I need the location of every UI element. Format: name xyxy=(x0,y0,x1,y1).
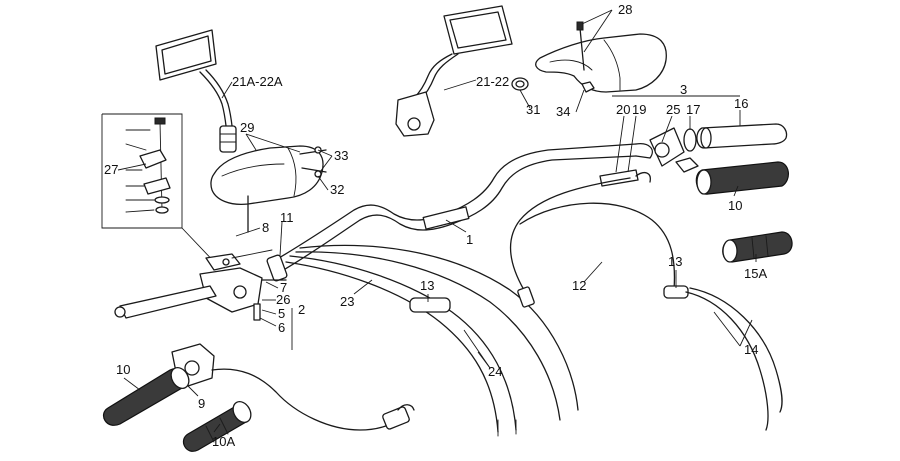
label-9: 9 xyxy=(198,396,205,411)
label-5: 5 xyxy=(278,306,285,321)
leader-lines xyxy=(117,9,757,433)
label-11: 11 xyxy=(280,210,294,225)
label-27: 27 xyxy=(104,162,118,177)
label-6: 6 xyxy=(278,320,285,335)
label-3: 3 xyxy=(680,82,687,97)
label-21a-22a: 21A-22A xyxy=(232,74,283,89)
label-12: 12 xyxy=(572,278,586,293)
label-8: 8 xyxy=(262,220,269,235)
grip-right xyxy=(695,161,789,195)
label-25: 25 xyxy=(666,102,680,117)
left-switch xyxy=(171,343,415,431)
label-34: 34 xyxy=(556,104,570,119)
label-19: 19 xyxy=(632,102,646,117)
label-17: 17 xyxy=(686,102,700,117)
grip-left xyxy=(103,367,190,426)
label-26: 26 xyxy=(276,292,290,307)
grip-15a xyxy=(722,231,793,263)
hand-guard-right xyxy=(511,21,667,93)
mirror-left xyxy=(155,29,237,153)
label-15a: 15A xyxy=(744,266,767,281)
label-20: 20 xyxy=(616,102,630,117)
cables xyxy=(285,177,783,437)
throttle-assembly xyxy=(599,123,788,187)
label-10-right: 10 xyxy=(728,198,742,213)
callout-labels: 28 21A-22A 21-22 3 31 34 20 19 25 17 16 … xyxy=(104,2,767,449)
label-2: 2 xyxy=(298,302,305,317)
label-13-right: 13 xyxy=(668,254,682,269)
label-10-left: 10 xyxy=(116,362,130,377)
label-10a: 10A xyxy=(212,434,235,449)
label-29: 29 xyxy=(240,120,254,135)
label-16: 16 xyxy=(734,96,748,111)
label-13-center: 13 xyxy=(420,278,434,293)
label-1: 1 xyxy=(466,232,473,247)
label-33: 33 xyxy=(334,148,348,163)
lever-bracket-box xyxy=(101,113,221,269)
mirror-right xyxy=(395,5,513,137)
label-28: 28 xyxy=(618,2,632,17)
handlebar xyxy=(271,143,653,273)
label-21-22: 21-22 xyxy=(476,74,509,89)
label-32: 32 xyxy=(330,182,344,197)
label-14: 14 xyxy=(744,342,758,357)
brake-lever-assembly xyxy=(114,249,288,321)
label-23: 23 xyxy=(340,294,354,309)
label-24: 24 xyxy=(488,364,502,379)
label-31: 31 xyxy=(526,102,540,117)
label-7: 7 xyxy=(280,280,287,295)
